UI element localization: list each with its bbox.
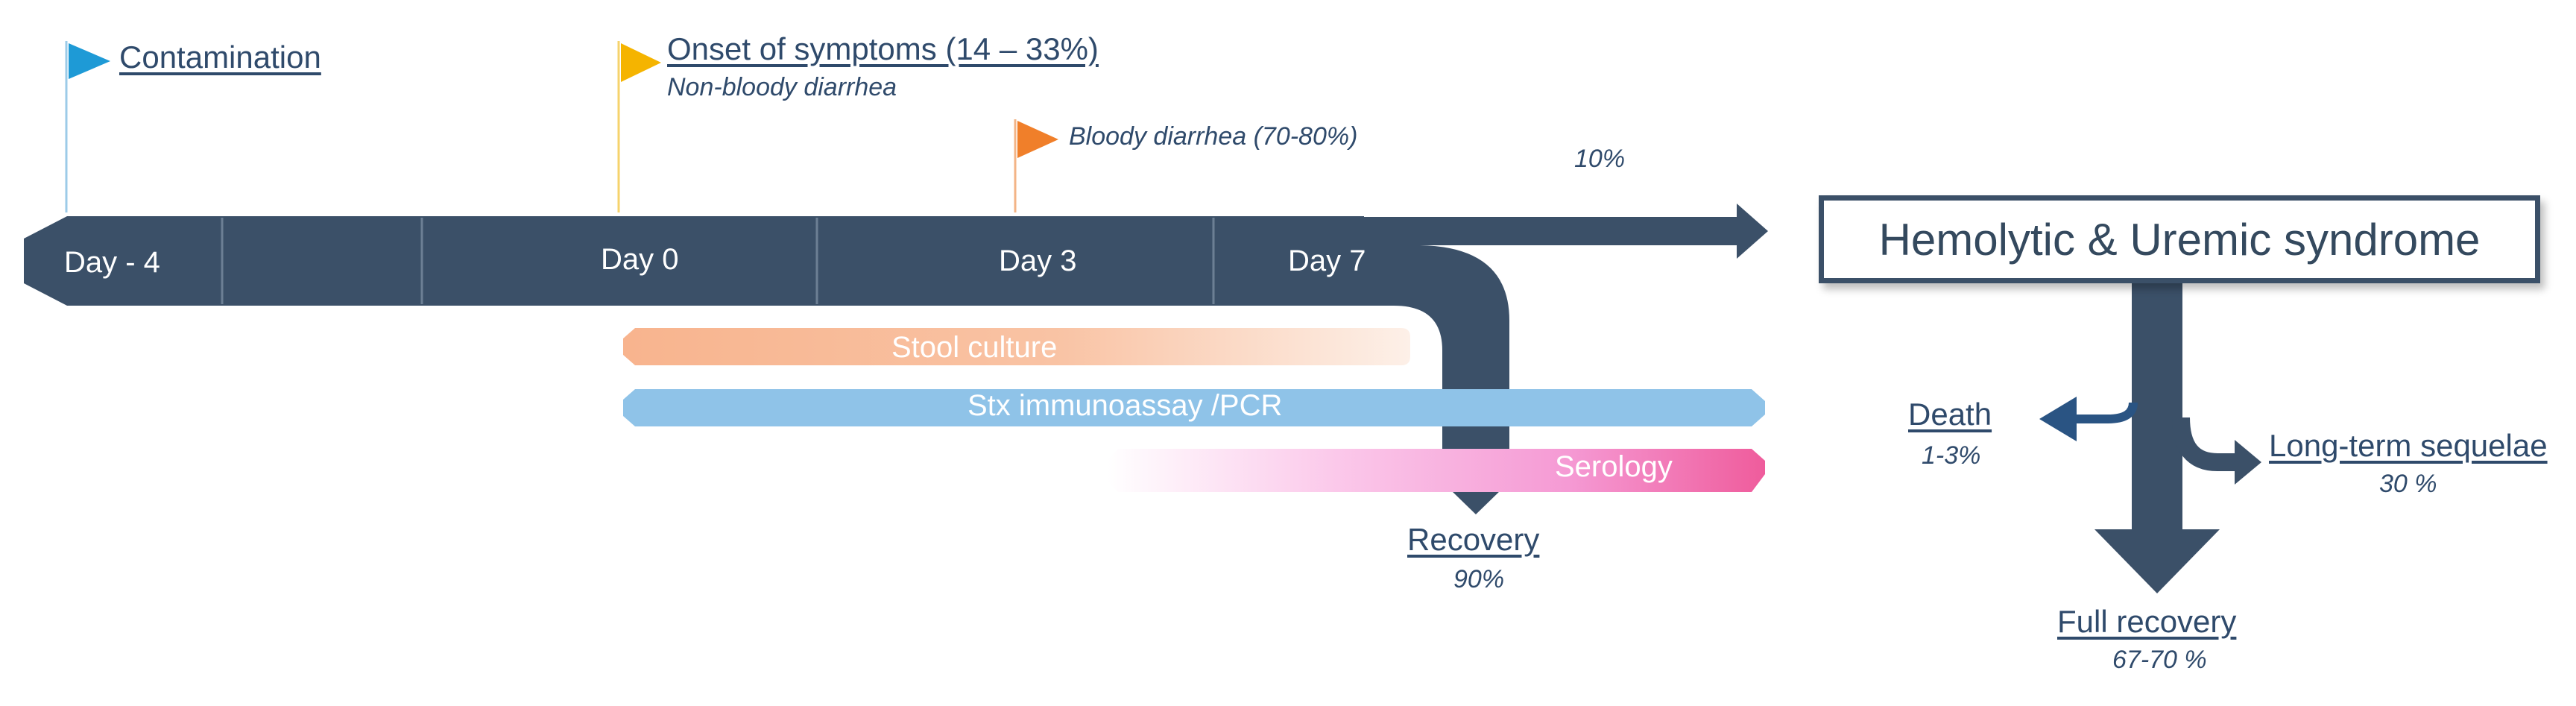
arrow-to-death xyxy=(2039,397,2138,441)
onset-label: Onset of symptoms (14 – 33%) xyxy=(667,31,1099,66)
flag-contamination xyxy=(65,41,110,212)
recovery-percent: 90% xyxy=(1453,565,1505,593)
sequelae-label: Long-term sequelae xyxy=(2269,428,2548,463)
full-recovery-label: Full recovery xyxy=(2057,604,2237,639)
full-recovery-percent: 67-70 % xyxy=(2112,646,2207,674)
contamination-label: Contamination xyxy=(119,40,321,75)
death-label: Death xyxy=(1908,397,1992,432)
stx-bar xyxy=(623,389,1765,426)
flag-onset xyxy=(617,41,661,212)
hus-box: Hemolytic & Uremic syndrome xyxy=(1819,195,2540,283)
death-percent: 1-3% xyxy=(1922,441,1981,470)
stool-culture-bar xyxy=(623,328,1410,365)
arrow-to-hus xyxy=(1357,204,1768,259)
arrow-to-full-recovery xyxy=(2094,283,2220,593)
serology-bar xyxy=(1108,449,1765,492)
timeline-band xyxy=(24,216,1364,306)
day-label-minus4: Day - 4 xyxy=(64,246,160,279)
recovery-label: Recovery xyxy=(1407,522,1540,557)
day-label-3: Day 3 xyxy=(999,245,1077,277)
stx-label: Stx immunoassay /PCR xyxy=(967,389,1283,422)
flag-bloody xyxy=(1014,119,1058,212)
bloody-label: Bloody diarrhea (70-80%) xyxy=(1069,122,1358,151)
arrow-to-sequelae xyxy=(2172,417,2261,485)
hus-percent: 10% xyxy=(1574,145,1626,173)
sequelae-percent: 30 % xyxy=(2379,470,2437,498)
stool-culture-label: Stool culture xyxy=(891,331,1058,364)
serology-label: Serology xyxy=(1555,450,1673,483)
onset-sub-label: Non-bloody diarrhea xyxy=(667,73,897,101)
day-label-7: Day 7 xyxy=(1288,245,1366,277)
day-label-0: Day 0 xyxy=(601,243,679,276)
hus-label: Hemolytic & Uremic syndrome xyxy=(1878,214,2481,265)
